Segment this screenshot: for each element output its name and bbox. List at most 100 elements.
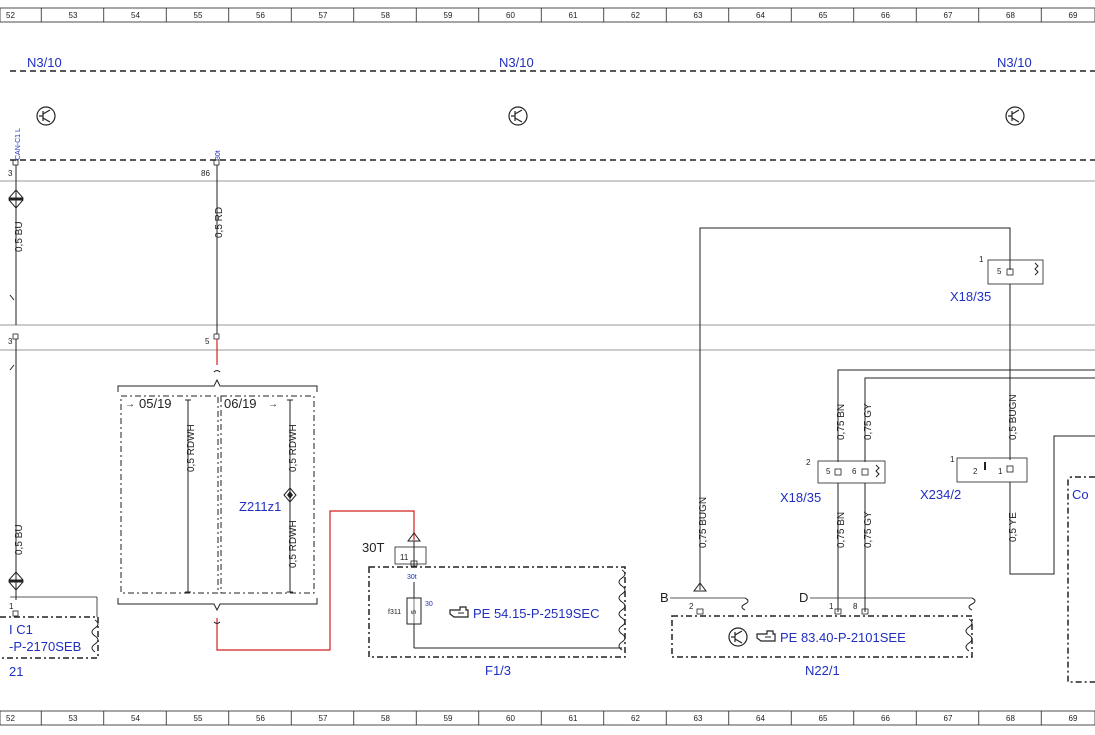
- ruler-label: 60: [506, 714, 515, 723]
- transistor-icon: [728, 627, 748, 647]
- pe-ref-n22: PE 83.40-P-2101SEE: [780, 630, 906, 645]
- label-30t: 30t: [215, 150, 222, 160]
- pin-label: 1: [979, 255, 984, 264]
- pin-label: 3: [8, 337, 13, 346]
- ruler-label: 61: [569, 714, 578, 723]
- pe-ref-f13: PE 54.15-P-2519SEC: [473, 606, 599, 621]
- transistor-icon: [36, 106, 56, 126]
- connector-arrow-icon: [7, 189, 25, 209]
- ruler-label: 52: [6, 714, 15, 723]
- wire-label: 0,75 GY: [863, 403, 874, 440]
- ruler-label: 55: [194, 714, 203, 723]
- module-label: Co: [1072, 487, 1089, 502]
- ruler-label: 65: [819, 11, 828, 20]
- ref-0619: 06/19: [224, 396, 257, 411]
- ruler-label: 54: [131, 714, 140, 723]
- ruler-label: 59: [444, 714, 453, 723]
- pin-label: 2: [689, 602, 694, 611]
- ruler-label: 69: [1069, 11, 1078, 20]
- wire-label: 0,5 BUGN: [1008, 394, 1019, 440]
- ruler-label: 69: [1069, 714, 1078, 723]
- pin-label: 11: [400, 553, 409, 562]
- module-n22: B 2 D 1 8 PE 83.40-P-2101SEE N22/1: [660, 590, 976, 678]
- fuse-id: f311: [388, 609, 401, 616]
- red-wire: [216, 510, 415, 651]
- pin-label: 8: [853, 602, 858, 611]
- transistor-icon: [1005, 106, 1025, 126]
- right-module: Co: [1067, 476, 1095, 683]
- can-label: CAN-C1 L: [15, 128, 22, 160]
- pin-label: 5: [205, 337, 210, 346]
- ruler-label: 57: [319, 11, 328, 20]
- hand-pointer-icon: [449, 606, 469, 618]
- module-label-left: N3/10: [27, 55, 62, 70]
- ref-arrow: →: [125, 399, 135, 410]
- module-id-n22: N22/1: [805, 663, 840, 678]
- fuse-box-f13: 30T 11 30t 5 f311 30 PE 54.15-P-2519SEC …: [362, 532, 626, 678]
- bn-gy-wires: 0,75 BN 0,75 GY 2 5 6 X18/35 0,75 BN 0,7…: [780, 369, 1095, 612]
- ruler-label: 55: [194, 11, 203, 20]
- wire-label: 0,5 RDWH: [288, 424, 299, 472]
- ruler-label: 56: [256, 11, 265, 20]
- connector-arrow-icon: [7, 571, 25, 591]
- pin-label: 3: [8, 169, 13, 178]
- can-wire-left: CAN-C1 L 3 0,5 BU 3 0,5 BU: [7, 128, 25, 600]
- ruler-label: 52: [6, 11, 15, 20]
- pin-label: 2: [806, 458, 811, 467]
- ruler-label: 54: [131, 11, 140, 20]
- connector-label: X18/35: [950, 289, 991, 304]
- label-30t: 30t: [407, 574, 417, 581]
- z211-label: Z211z1: [239, 499, 281, 514]
- wire-label: 0,5 BU: [14, 221, 25, 252]
- fuse-rating: 30: [425, 601, 433, 608]
- ruler-label: 58: [381, 11, 390, 20]
- module-id: 21: [9, 664, 23, 679]
- pin-label: 2: [973, 467, 978, 476]
- connector-label: X234/2: [920, 487, 961, 502]
- wire-label: 0,75 BN: [836, 512, 847, 548]
- module-label-center: N3/10: [499, 55, 534, 70]
- ruler-label: 66: [881, 714, 890, 723]
- module-id-f13: F1/3: [485, 663, 511, 678]
- wire-label: 0,5 YE: [1008, 512, 1019, 542]
- wire-label: 0,5 RD: [214, 207, 225, 238]
- wire-label: 0,5 RDWH: [186, 424, 197, 472]
- pin-label: 1: [9, 602, 14, 611]
- wire-label: 0,5 BU: [14, 524, 25, 555]
- pin-label: 5: [826, 467, 831, 476]
- transistor-icon: [508, 106, 528, 126]
- wire-label: 0,75 BUGN: [698, 497, 709, 548]
- module-label-right: N3/10: [997, 55, 1032, 70]
- pin-label: 6: [852, 467, 857, 476]
- ref-0519: 05/19: [139, 396, 172, 411]
- wire-label: 0,5 RDWH: [288, 520, 299, 568]
- label-30T: 30T: [362, 540, 384, 555]
- connector-arrow-icon: [693, 582, 707, 592]
- pin-label: 86: [201, 169, 210, 178]
- ruler-label: 62: [631, 11, 640, 20]
- ruler-label: 61: [569, 11, 578, 20]
- label-B: B: [660, 590, 669, 605]
- pin-label: 5: [997, 267, 1002, 276]
- connector-label: X18/35: [780, 490, 821, 505]
- rd-wire: 30t 86 0,5 RD 5: [201, 150, 225, 373]
- pin-label: 1: [998, 467, 1003, 476]
- pin-label: 1: [950, 455, 955, 464]
- wire-label: 0,75 BN: [836, 404, 847, 440]
- module-label: I C1: [9, 622, 33, 637]
- ruler-label: 65: [819, 714, 828, 723]
- diode-diamond-icon: [283, 487, 297, 503]
- fuse-icon: [406, 597, 422, 625]
- connector-x234: 1 2 1 X234/2 0,5 YE: [920, 435, 1095, 575]
- label-D: D: [799, 590, 808, 605]
- ruler-label: 67: [944, 714, 953, 723]
- ruler-label: 53: [69, 714, 78, 723]
- ruler-label: 53: [69, 11, 78, 20]
- ruler-label: 58: [381, 714, 390, 723]
- fuse-number: 5: [411, 610, 418, 614]
- module-pe-ref: -P-2170SEB: [9, 639, 81, 654]
- ruler-label: 56: [256, 714, 265, 723]
